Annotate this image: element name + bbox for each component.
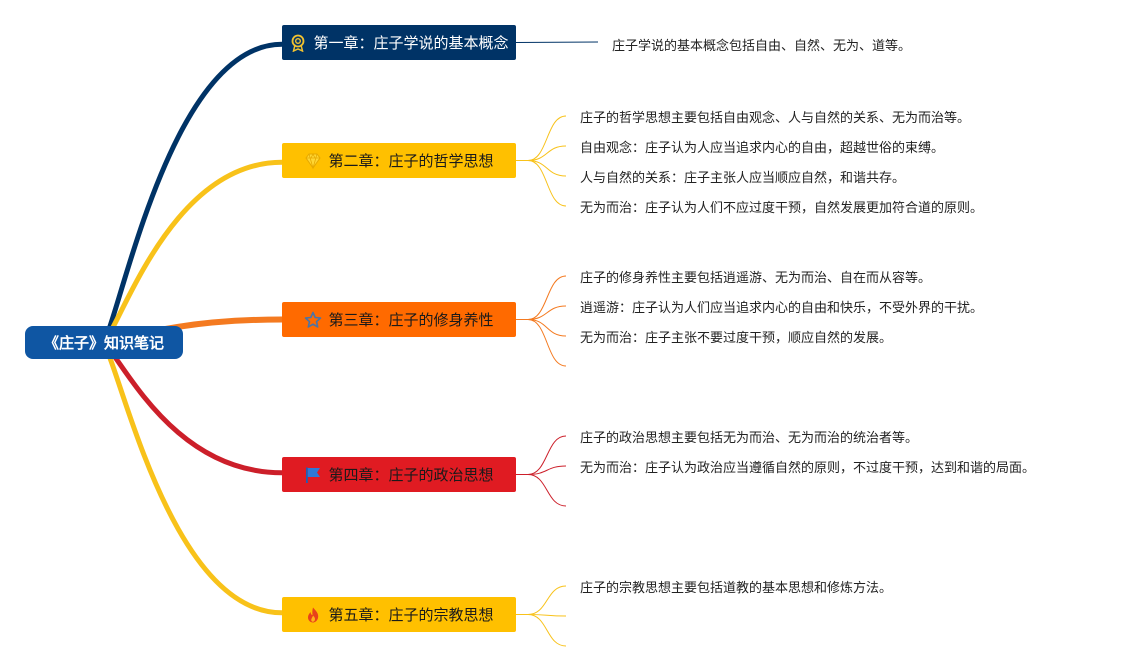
leaf-connector <box>516 275 567 320</box>
leaf-text[interactable]: 逍遥游：庄子认为人们应当追求内心的自由和快乐，不受外界的干扰。 <box>580 301 984 316</box>
flame-icon <box>304 606 322 624</box>
leaf-text[interactable]: 庄子学说的基本概念包括自由、自然、无为、道等。 <box>612 39 912 54</box>
leaf-text[interactable]: 庄子的哲学思想主要包括自由观念、人与自然的关系、无为而治等。 <box>580 111 971 126</box>
chapter-node[interactable]: 第二章：庄子的哲学思想 <box>282 143 516 178</box>
branch-line <box>101 340 285 616</box>
medal-icon <box>289 34 307 52</box>
leaf-text[interactable]: 自由观念：庄子认为人应当追求内心的自由，超越世俗的束缚。 <box>580 141 945 156</box>
leaf-text[interactable]: 庄子的修身养性主要包括逍遥游、无为而治、自在而从容等。 <box>580 271 932 286</box>
chapter-title: 第四章：庄子的政治思想 <box>328 466 494 484</box>
diamond-icon <box>304 152 322 170</box>
leaf-connector <box>516 145 567 161</box>
leaf-connector <box>516 614 567 647</box>
star-icon <box>304 311 322 329</box>
leaf-text[interactable]: 庄子的政治思想主要包括无为而治、无为而治的统治者等。 <box>580 431 919 446</box>
leaf-connector <box>516 319 567 367</box>
leaf-text[interactable]: 无为而治：庄子认为人们不应过度干预，自然发展更加符合道的原则。 <box>580 201 984 216</box>
leaf-connector <box>516 160 567 207</box>
leaf-connector <box>516 474 567 507</box>
leaf-connector <box>516 435 567 475</box>
leaf-text[interactable]: 无为而治：庄子认为政治应当遵循自然的原则，不过度干预，达到和谐的局面。 <box>580 461 1036 476</box>
chapter-node[interactable]: 第四章：庄子的政治思想 <box>282 457 516 492</box>
root-label: 《庄子》知识笔记 <box>43 334 164 352</box>
leaf-connector <box>515 41 599 43</box>
chapter-title: 第二章：庄子的哲学思想 <box>328 152 494 170</box>
chapter-title: 第五章：庄子的宗教思想 <box>328 606 494 624</box>
chapter-title: 第三章：庄子的修身养性 <box>328 311 494 329</box>
leaf-text[interactable]: 人与自然的关系：庄子主张人应当顺应自然，和谐共存。 <box>580 171 906 186</box>
leaf-connector <box>516 585 567 615</box>
chapter-title: 第一章：庄子学说的基本概念 <box>313 34 509 52</box>
leaf-connector <box>516 115 567 161</box>
leaf-text[interactable]: 无为而治：庄子主张不要过度干预，顺应自然的发展。 <box>580 331 893 346</box>
leaf-text[interactable]: 庄子的宗教思想主要包括道教的基本思想和修炼方法。 <box>580 581 893 596</box>
branch-line <box>101 41 285 346</box>
leaf-connector <box>516 305 567 320</box>
leaf-connector <box>516 319 567 337</box>
flag-icon <box>304 466 322 484</box>
leaf-connector <box>516 160 567 177</box>
chapter-node[interactable]: 第三章：庄子的修身养性 <box>282 302 516 337</box>
root-node[interactable]: 《庄子》知识笔记 <box>25 326 183 359</box>
branch-line <box>101 340 285 476</box>
chapter-node[interactable]: 第五章：庄子的宗教思想 <box>282 597 516 632</box>
chapter-node[interactable]: 第一章：庄子学说的基本概念 <box>282 25 516 60</box>
